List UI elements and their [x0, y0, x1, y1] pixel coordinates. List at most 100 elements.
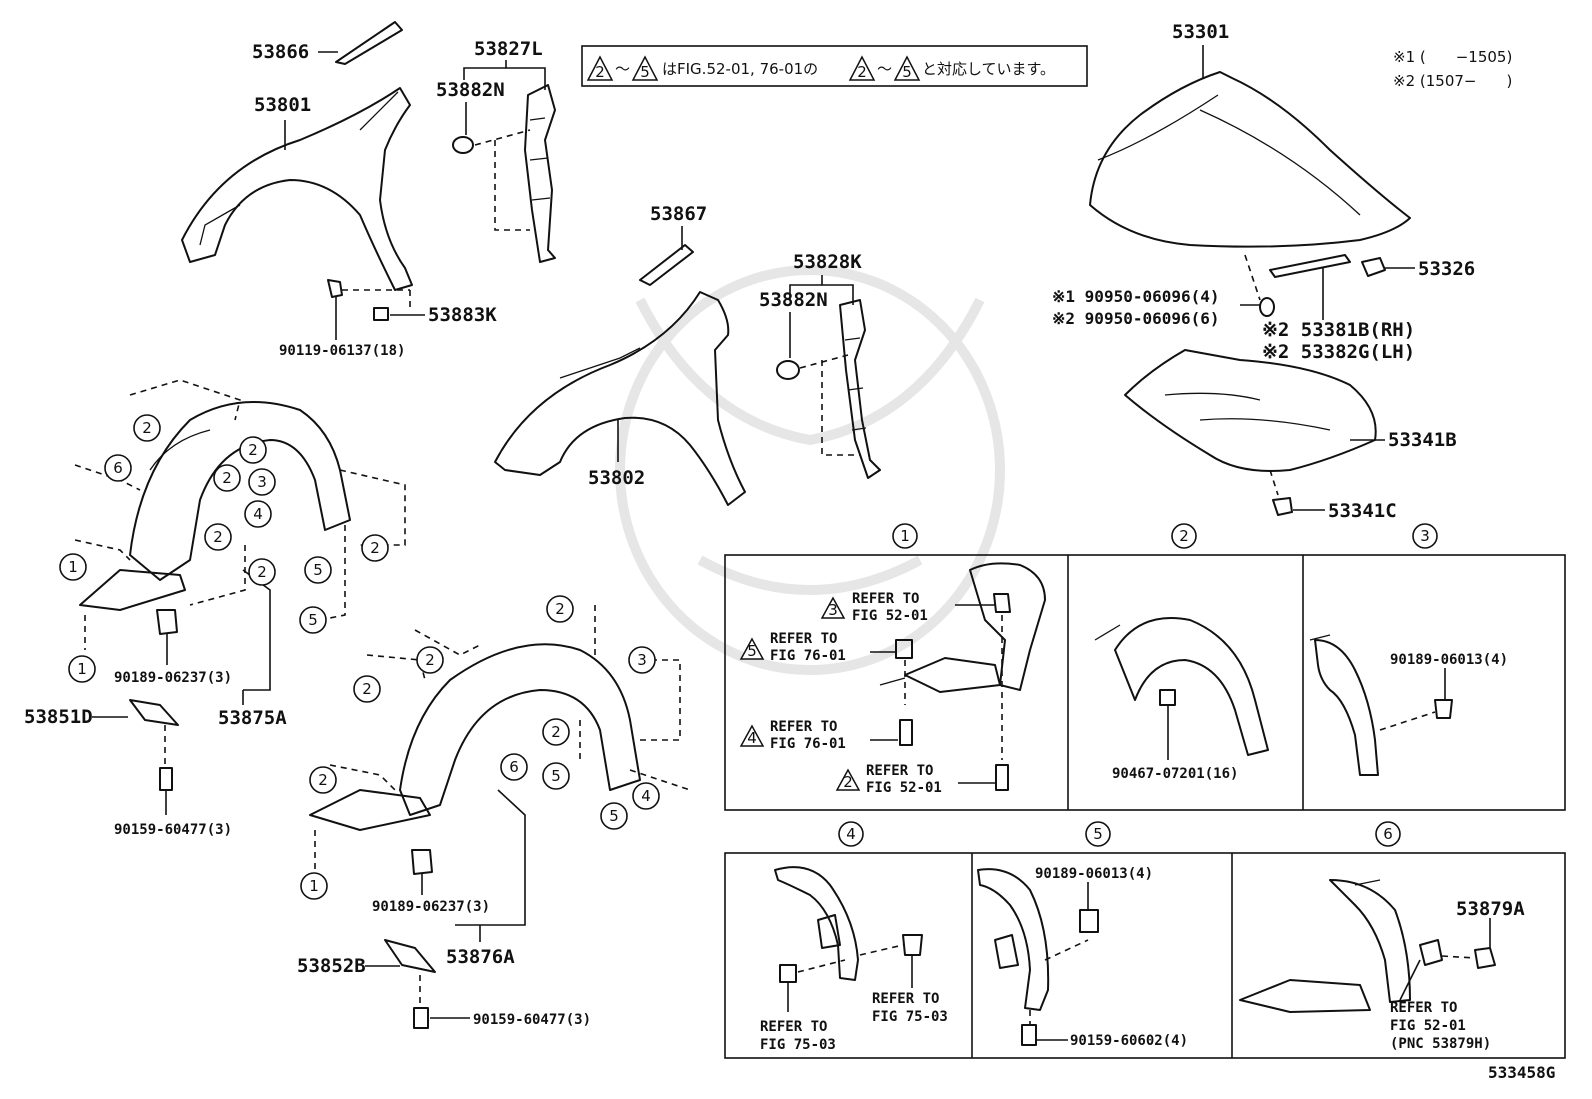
- svg-text:2: 2: [555, 600, 565, 618]
- clip-90189-center: [411, 849, 433, 875]
- bolt-90119: [327, 279, 343, 298]
- label-53866: 53866: [252, 41, 309, 63]
- svg-text:FIG 52-01: FIG 52-01: [852, 608, 928, 624]
- detail-3: 3 90189-06013(4): [1309, 523, 1508, 776]
- svg-text:REFER TO: REFER TO: [760, 1019, 827, 1035]
- label-53883K: 53883K: [428, 304, 497, 326]
- svg-text:〜: 〜: [877, 60, 892, 78]
- label-53867: 53867: [650, 203, 707, 225]
- fender-53801: [181, 87, 413, 291]
- svg-text:2: 2: [248, 441, 258, 459]
- svg-text:と対応しています。: と対応しています。: [922, 60, 1055, 78]
- seal-53866: [335, 21, 403, 65]
- svg-text:2: 2: [843, 773, 853, 791]
- insulator-53381B: [1269, 254, 1351, 278]
- ref-note-1: ※1 ( −1505): [1393, 48, 1512, 66]
- svg-text:5: 5: [551, 767, 561, 785]
- seal-53828K: [839, 299, 881, 479]
- ref-note-2: ※2 (1507− ): [1393, 72, 1512, 90]
- svg-text:5: 5: [1093, 825, 1103, 843]
- callout-circles: 2 6 2 2 3 4 2 2 1 2 5 5 1 2 2 3 2 2 6 5 …: [59, 414, 660, 900]
- svg-text:5: 5: [640, 63, 650, 81]
- svg-text:REFER TO: REFER TO: [866, 763, 933, 779]
- svg-text:REFER TO: REFER TO: [852, 591, 919, 607]
- svg-text:REFER TO: REFER TO: [770, 719, 837, 735]
- label-53326: 53326: [1418, 258, 1475, 280]
- svg-text:90159-60602(4): 90159-60602(4): [1070, 1033, 1188, 1049]
- label-53882N-a: 53882N: [436, 79, 505, 101]
- svg-text:2: 2: [1179, 527, 1189, 545]
- svg-text:3: 3: [637, 651, 647, 669]
- svg-text:FIG 75-03: FIG 75-03: [760, 1037, 836, 1053]
- detail-1: 1 3 REFER TO FIG 52-01 5 REFER TO FIG 76…: [739, 523, 1046, 796]
- label-53802: 53802: [588, 467, 645, 489]
- svg-text:4: 4: [747, 729, 757, 747]
- svg-text:6: 6: [509, 758, 519, 776]
- detail-5: 5 90189-06013(4) 90159-60602(4): [977, 821, 1188, 1049]
- svg-text:FIG 76-01: FIG 76-01: [770, 736, 846, 752]
- svg-text:2: 2: [318, 771, 328, 789]
- svg-text:はFIG.52-01, 76-01の: はFIG.52-01, 76-01の: [662, 60, 818, 78]
- label-53301: 53301: [1172, 21, 1229, 43]
- svg-text:2: 2: [213, 528, 223, 546]
- svg-text:2: 2: [222, 469, 232, 487]
- label-90159-left: 90159-60477(3): [114, 822, 232, 838]
- svg-text:FIG 52-01: FIG 52-01: [1390, 1018, 1466, 1034]
- label-90159-center: 90159-60477(3): [473, 1012, 591, 1028]
- svg-text:FIG 75-03: FIG 75-03: [872, 1009, 948, 1025]
- detail-4: 4 REFER TO FIG 75-03 REFER TO FIG 75-03: [760, 821, 948, 1053]
- label-90189-center: 90189-06237(3): [372, 899, 490, 915]
- liner-53876A: [309, 643, 641, 831]
- label-53341C: 53341C: [1328, 500, 1397, 522]
- screw-90159-center: [413, 1007, 429, 1029]
- svg-text:90467-07201(16): 90467-07201(16): [1112, 766, 1238, 782]
- detail-2: 2 90467-07201(16): [1094, 523, 1269, 782]
- svg-text:5: 5: [313, 561, 323, 579]
- svg-text:2: 2: [142, 419, 152, 437]
- detail-grid: [724, 554, 1566, 1059]
- label-53801: 53801: [254, 94, 311, 116]
- svg-text:3: 3: [828, 601, 838, 619]
- svg-text:2: 2: [857, 63, 867, 81]
- svg-text:(PNC 53879H): (PNC 53879H): [1390, 1036, 1491, 1052]
- note-box: 2 〜 5 はFIG.52-01, 76-01の 2 〜 5 と対応しています。: [581, 45, 1088, 87]
- clip-53882N-b: [776, 360, 800, 380]
- svg-text:90189-06013(4): 90189-06013(4): [1035, 866, 1153, 882]
- label-90950-2: ※2 90950-06096(6): [1052, 309, 1220, 328]
- detail-6: 6 53879A REFER TO FIG 52-01 (PNC 53879H): [1239, 821, 1525, 1052]
- watermark: [615, 265, 1005, 675]
- svg-text:2: 2: [257, 563, 267, 581]
- svg-text:2: 2: [595, 63, 605, 81]
- svg-text:2: 2: [370, 539, 380, 557]
- svg-text:5: 5: [747, 642, 757, 660]
- label-53341B: 53341B: [1388, 429, 1457, 451]
- clip-90189-left: [156, 609, 178, 635]
- insulator-53341B: [1124, 349, 1377, 472]
- diagram-id: 533458G: [1488, 1063, 1555, 1082]
- bracket-53851D: [129, 699, 179, 726]
- svg-text:〜: 〜: [615, 60, 630, 78]
- clip-53883K: [373, 307, 389, 321]
- svg-text:2: 2: [362, 680, 372, 698]
- label-53827L: 53827L: [474, 38, 543, 60]
- label-53875A: 53875A: [218, 707, 287, 729]
- clip-53326: [1361, 257, 1386, 277]
- screw-90159-left: [159, 767, 173, 791]
- svg-text:6: 6: [1383, 825, 1393, 843]
- svg-text:4: 4: [641, 787, 651, 805]
- svg-text:5: 5: [609, 807, 619, 825]
- center-dashes: [314, 605, 691, 870]
- svg-text:2: 2: [551, 723, 561, 741]
- label-53882N-b: 53882N: [759, 289, 828, 311]
- label-53876A: 53876A: [446, 946, 515, 968]
- svg-text:1: 1: [77, 660, 87, 678]
- svg-text:5: 5: [902, 63, 912, 81]
- label-90950-1: ※1 90950-06096(4): [1052, 287, 1220, 306]
- hood-53301: [1089, 71, 1411, 248]
- label-90189-left: 90189-06237(3): [114, 670, 232, 686]
- svg-text:2: 2: [425, 651, 435, 669]
- svg-text:REFER TO: REFER TO: [1390, 1000, 1457, 1016]
- svg-text:1: 1: [68, 558, 78, 576]
